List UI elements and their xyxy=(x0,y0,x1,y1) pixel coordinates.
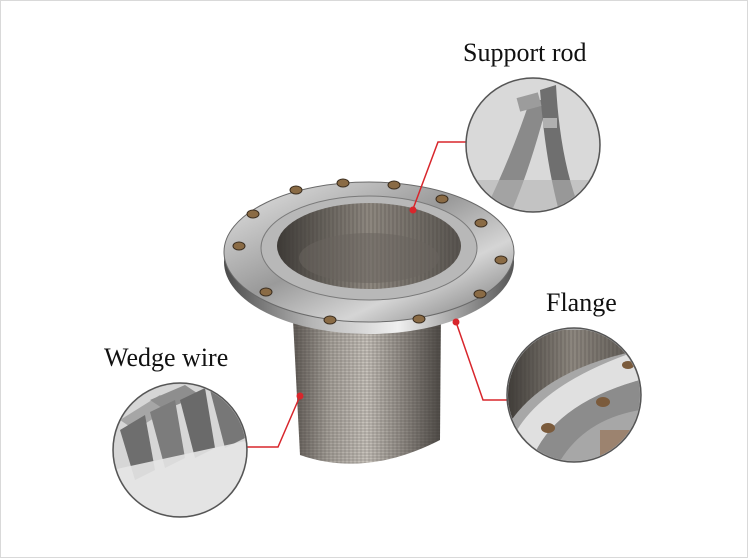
flange-label: Flange xyxy=(546,288,617,317)
callout-lines xyxy=(246,141,510,448)
flange-dot xyxy=(452,318,460,326)
support-rod-callout-line xyxy=(412,141,468,210)
screen-cylinder xyxy=(292,300,441,464)
callout-dots xyxy=(296,206,460,400)
flange-detail-circle xyxy=(506,327,642,463)
wedge-wire-callout-line xyxy=(246,395,301,448)
flange-ring xyxy=(223,178,515,334)
support-rod-label: Support rod xyxy=(463,38,587,67)
wedge-wire-dot xyxy=(296,392,304,400)
wedge-wire-detail-circle xyxy=(112,382,248,518)
wedge-wire-label: Wedge wire xyxy=(104,343,229,372)
support-rod-dot xyxy=(409,206,417,214)
support-rod-detail-circle xyxy=(465,77,601,213)
flange-callout-line xyxy=(455,321,510,401)
